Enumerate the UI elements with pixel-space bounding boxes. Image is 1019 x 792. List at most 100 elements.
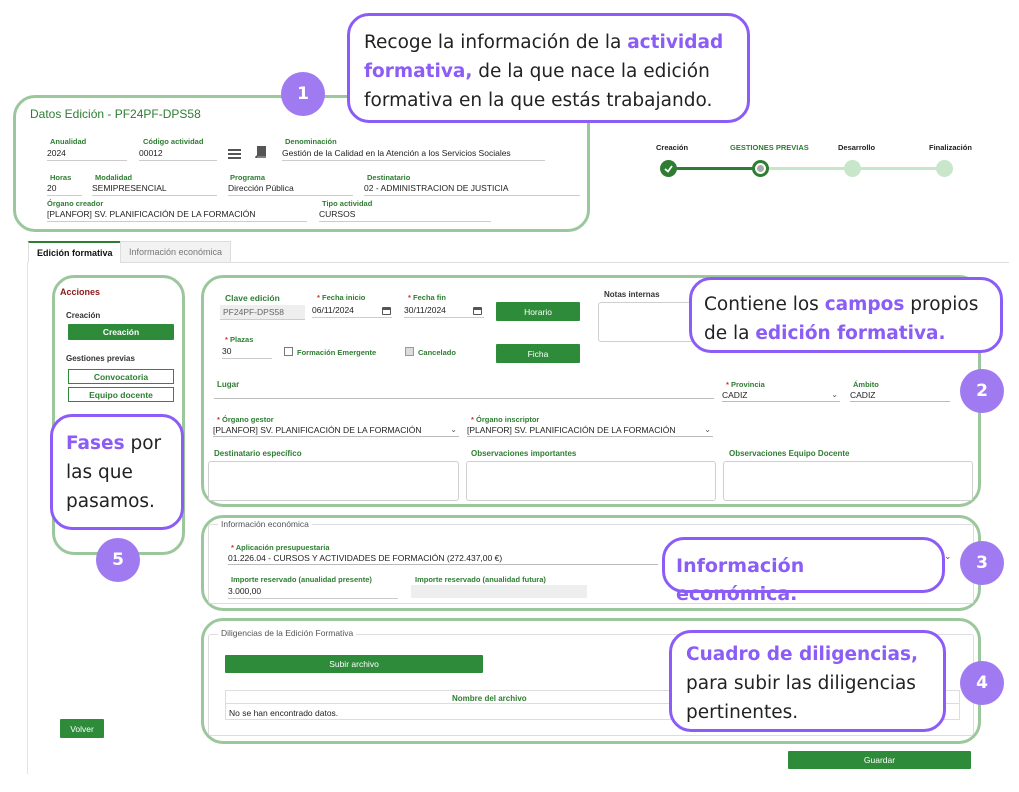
chevron-down-icon[interactable]: ⌄ xyxy=(944,551,952,561)
codigo-value: 00012 xyxy=(139,148,217,161)
cancelado-label: Cancelado xyxy=(418,348,456,357)
fecha-fin-input[interactable]: 30/11/2024 xyxy=(404,305,484,318)
programa-value: Dirección Pública xyxy=(228,183,353,196)
observaciones-equipo-field[interactable] xyxy=(723,461,973,501)
badge-2: 2 xyxy=(960,369,1004,413)
emergente-checkbox[interactable] xyxy=(284,347,293,356)
list-icon[interactable] xyxy=(228,146,241,159)
lugar-input[interactable] xyxy=(214,398,714,399)
subir-archivo-button[interactable]: Subir archivo xyxy=(225,655,483,673)
book-icon[interactable] xyxy=(255,145,267,159)
step-desarrollo-dot[interactable] xyxy=(844,160,861,177)
clave-label: Clave edición xyxy=(225,293,280,303)
horas-label: Horas xyxy=(50,173,72,182)
convocatoria-button[interactable]: Convocatoria xyxy=(68,369,174,384)
callout-campos-edicion: Contiene los campos propios de la edició… xyxy=(689,277,1003,353)
guardar-button[interactable]: Guardar xyxy=(788,751,971,769)
destinatario-especifico-field[interactable] xyxy=(208,461,459,501)
emergente-label: Formación Emergente xyxy=(297,348,377,357)
tipo-actividad-label: Tipo actividad xyxy=(322,199,373,208)
step-desarrollo-label: Desarrollo xyxy=(838,143,876,152)
stepper: Creación GESTIONES PREVIAS Desarrollo Fi… xyxy=(640,140,980,180)
equipo-docente-button[interactable]: Equipo docente xyxy=(68,387,174,402)
observaciones-importantes-label: Observaciones importantes xyxy=(471,449,577,458)
creacion-button[interactable]: Creación xyxy=(68,324,174,340)
step-creacion-check-icon[interactable] xyxy=(660,160,677,177)
required-mark: * xyxy=(408,293,411,302)
required-mark: * xyxy=(726,380,729,389)
chevron-down-icon: ⌄ xyxy=(450,425,457,434)
chevron-down-icon: ⌄ xyxy=(704,425,711,434)
tab-informacion-economica[interactable]: Información económica xyxy=(120,241,232,263)
callout-2-mid: propios de la xyxy=(704,294,979,344)
callout-2-pre: Contiene los xyxy=(704,294,825,315)
horas-value: 20 xyxy=(47,183,82,196)
step-creacion-label: Creación xyxy=(656,143,689,152)
calendar-icon[interactable] xyxy=(382,307,391,315)
destinatario-especifico-label: Destinatario específico xyxy=(214,449,302,458)
anualidad-value: 2024 xyxy=(47,148,127,161)
callout-actividad-formativa: Recoge la información de la actividad fo… xyxy=(347,13,750,123)
observaciones-importantes-field[interactable] xyxy=(466,461,716,501)
denominacion-value: Gestión de la Calidad en la Atención a l… xyxy=(282,148,545,161)
creacion-heading: Creación xyxy=(66,311,101,320)
provincia-label-text: Provincia xyxy=(731,380,765,389)
aplicacion-select[interactable]: 01.226.04 - CURSOS Y ACTIVIDADES DE FORM… xyxy=(228,553,658,565)
clave-value: PF24PF-DPS58 xyxy=(220,305,305,320)
fecha-fin-label-text: Fecha fin xyxy=(413,293,446,302)
callout-cuadro-diligencias: Cuadro de diligencias, para subir las di… xyxy=(669,630,946,732)
ambito-label: Ámbito xyxy=(853,380,879,389)
organo-gestor-select[interactable]: [PLANFOR] SV. PLANIFICACIÓN DE LA FORMAC… xyxy=(213,425,459,437)
callout-3-highlight: Información económica. xyxy=(676,555,805,605)
table-header xyxy=(226,691,959,704)
ficha-button[interactable]: Ficha xyxy=(496,344,580,363)
ambito-value: CADIZ xyxy=(850,390,950,402)
importe-presente-input[interactable]: 3.000,00 xyxy=(228,586,398,599)
notas-internas-label: Notas internas xyxy=(604,290,660,299)
fecha-inicio-label-text: Fecha inicio xyxy=(322,293,366,302)
callout-5-highlight: Fases xyxy=(66,433,125,454)
tab-edicion-formativa[interactable]: Edición formativa xyxy=(28,241,122,263)
acciones-title: Acciones xyxy=(60,287,101,297)
modalidad-label: Modalidad xyxy=(95,173,133,182)
plazas-input[interactable]: 30 xyxy=(222,346,272,359)
organo-inscriptor-label: * Órgano inscriptor xyxy=(471,415,539,424)
callout-1-highlight: actividad formativa, xyxy=(364,32,724,82)
volver-button[interactable]: Volver xyxy=(60,719,104,738)
horario-button[interactable]: Horario xyxy=(496,302,580,321)
observaciones-equipo-label: Observaciones Equipo Docente xyxy=(729,449,850,458)
required-mark: * xyxy=(317,293,320,302)
cancelado-checkbox[interactable] xyxy=(405,347,414,356)
step-finalizacion-dot[interactable] xyxy=(936,160,953,177)
callout-2-hl2: edición formativa. xyxy=(755,323,946,344)
calendar-icon[interactable] xyxy=(473,307,482,315)
datos-edicion-title: Datos Edición - PF24PF-DPS58 xyxy=(30,107,201,121)
lugar-label: Lugar xyxy=(217,380,240,389)
tipo-actividad-value: CURSOS xyxy=(319,209,491,222)
aplicacion-label-text: Aplicación presupuestaria xyxy=(235,543,330,552)
callout-5-post: por las que pasamos. xyxy=(66,433,162,512)
fecha-inicio-input[interactable]: 06/11/2024 xyxy=(312,305,392,318)
organo-creador-value: [PLANFOR] SV. PLANIFICACIÓN DE LA FORMAC… xyxy=(47,209,307,222)
required-mark: * xyxy=(217,415,220,424)
badge-3: 3 xyxy=(960,541,1004,585)
empty-row-text: No se han encontrado datos. xyxy=(229,708,339,718)
provincia-select[interactable]: CADIZ⌄ xyxy=(722,390,840,402)
provincia-label: * Provincia xyxy=(726,380,765,389)
aplicacion-label: * Aplicación presupuestaria xyxy=(231,543,330,552)
step-gestiones-current-icon[interactable] xyxy=(752,160,769,177)
destinatario-label: Destinatario xyxy=(367,173,411,182)
destinatario-value: 02 - ADMINISTRACION DE JUSTICIA xyxy=(364,183,580,196)
plazas-label-text: Plazas xyxy=(230,335,254,344)
economica-legend: Información económica xyxy=(218,519,312,529)
callout-4-highlight: Cuadro de diligencias, xyxy=(686,644,919,665)
modalidad-value: SEMIPRESENCIAL xyxy=(92,183,217,196)
fecha-inicio-label: * Fecha inicio xyxy=(317,293,365,302)
callout-1-post: de la que nace la edición formativa en l… xyxy=(364,61,713,111)
programa-label: Programa xyxy=(230,173,266,182)
importe-futura-input xyxy=(411,585,587,598)
organo-inscriptor-select[interactable]: [PLANFOR] SV. PLANIFICACIÓN DE LA FORMAC… xyxy=(467,425,713,437)
callout-informacion-economica: Información económica. xyxy=(662,537,945,605)
anualidad-label: Anualidad xyxy=(50,137,87,146)
stepper-track-done xyxy=(668,167,760,170)
